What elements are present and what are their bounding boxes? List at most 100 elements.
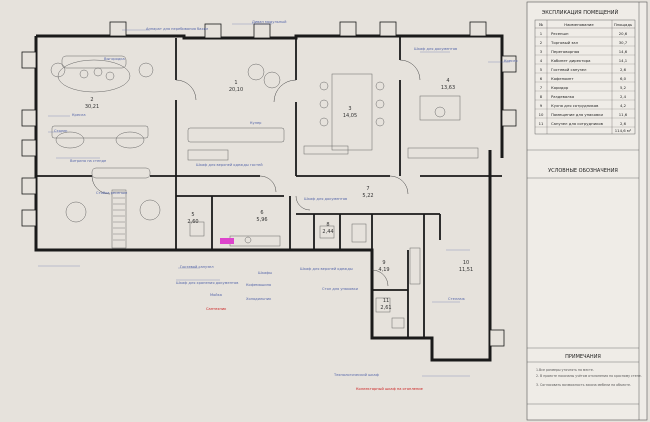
room-number: 3 (348, 106, 351, 112)
annotation-label: Шкаф для документов (414, 47, 457, 51)
row-name: Санузел для сотрудников (551, 121, 604, 126)
row-num: 5 (540, 67, 543, 72)
row-num: 6 (540, 76, 543, 81)
explication-row: 8 Раздевалка 2,4 (535, 94, 635, 101)
annotation-label-red: Коллекторный шкаф на отопление (356, 387, 424, 391)
annotation-label: Кресло (504, 59, 518, 63)
room-area: 5,22 (362, 193, 373, 199)
explication-total: 114,6 м² (615, 128, 632, 133)
row-name: Кабинет директора (551, 58, 590, 63)
annotation-label: Кресла (72, 113, 86, 117)
room-number: 11 (383, 298, 389, 304)
row-area: 2,6 (620, 121, 627, 126)
annotation-label: Стойка ресепшн (96, 191, 128, 195)
explication-row: 1 Ресепшн 20,6 (535, 31, 635, 38)
room-area: 14,05 (343, 113, 357, 119)
room-area: 5,96 (256, 217, 267, 223)
inner-walls (36, 36, 502, 338)
row-name: Кофепоинт (551, 76, 574, 81)
room-number: 9 (382, 260, 385, 266)
windows (21, 21, 517, 347)
room-area: 2,61 (380, 305, 391, 311)
row-num: 8 (540, 94, 543, 99)
row-name: Торговый зал (550, 40, 579, 45)
row-num: 2 (540, 40, 543, 45)
annotation-label: Шкаф для верхней одежды гостей (196, 163, 263, 167)
room-area: 2,44 (322, 229, 333, 235)
room-number: 2 (90, 97, 93, 103)
highlight-marker (220, 238, 234, 244)
room-number: 10 (463, 260, 469, 266)
annotation-label: Стол для упаковки (322, 287, 359, 291)
reception-furniture (50, 55, 161, 249)
row-area: 2,4 (620, 94, 627, 99)
room-number: 8 (326, 222, 329, 228)
row-name: Гостевой санузел (551, 67, 587, 72)
row-num: 4 (540, 58, 543, 63)
room-number: 6 (260, 210, 263, 216)
annotation-label: Аппарат для перебивания бахил (146, 27, 208, 31)
floor-plan (21, 21, 517, 362)
row-num: 3 (540, 49, 543, 54)
note-item: 3. Согласовать возможность заказа мебели… (536, 383, 631, 387)
annotation-label: Шкафы (258, 271, 272, 275)
explication-title: ЭКСПЛИКАЦИЯ ПОМЕЩЕНИЙ (542, 9, 619, 16)
row-area: 14,1 (619, 58, 628, 63)
annotation-label-red: Сантехник (206, 307, 227, 311)
row-name: Помещение для упаковки (551, 112, 604, 117)
explication-row: 3 Переговорная 14,6 (535, 49, 635, 56)
annotation-label: Шкаф для хранения документов (176, 281, 238, 285)
notes-title: ПРИМЕЧАНИЯ (565, 354, 601, 360)
annotations: Аппарат для перебивания бахил Диван моду… (38, 20, 518, 391)
row-name: Кухня для сотрудников (551, 103, 599, 108)
explication-row: 7 Коридор 5,2 (535, 85, 635, 92)
legend-title: УСЛОВНЫЕ ОБОЗНАЧЕНИЯ (548, 168, 618, 174)
row-name: Раздевалка (551, 94, 574, 99)
annotation-label: Холодильник (246, 297, 272, 301)
note-item: 2. В проекте показаны учётом отклонения … (536, 374, 642, 378)
annotation-label: Гостевой санузел (180, 265, 214, 269)
room-number: 4 (446, 78, 449, 84)
row-num: 11 (539, 121, 544, 126)
annotation-label: Мойка (210, 293, 222, 297)
annotation-label: Столик (54, 129, 68, 133)
row-area: 14,6 (619, 49, 628, 54)
row-area: 20,6 (619, 31, 628, 36)
room-number: 1 (234, 80, 237, 86)
annotation-label: Кофемашина (246, 283, 271, 287)
explication-row: 2 Торговый зал 30,7 (535, 40, 635, 47)
explication-col-name: Наименование (564, 22, 594, 27)
row-name: Переговорная (551, 49, 579, 54)
row-num: 7 (540, 85, 543, 90)
room-area: 20,10 (229, 87, 243, 93)
room-number: 5 (191, 212, 194, 218)
row-area: 4,2 (620, 103, 627, 108)
room-area: 2,60 (187, 219, 198, 225)
explication-row: 5 Гостевой санузел 2,6 (535, 67, 635, 74)
note-item: 1.Все размеры уточнять на месте. (536, 368, 594, 372)
row-num: 9 (540, 103, 543, 108)
row-area: 11,6 (619, 112, 628, 117)
stair-hatch (113, 191, 125, 241)
row-name: Коридор (551, 85, 569, 90)
row-area: 6,0 (620, 76, 627, 81)
explication-col-num: № (539, 22, 543, 27)
annotation-label: Шкаф для верхней одежды (300, 267, 353, 271)
doors (91, 59, 421, 287)
annotation-label: Технологический шкаф (333, 373, 379, 377)
explication-row: 10 Помещение для упаковки 11,6 (535, 112, 635, 119)
row-num: 1 (540, 31, 543, 36)
annotation-label: Кулер (250, 121, 262, 125)
row-area: 2,6 (620, 67, 627, 72)
annotation-label: Витрина на стенде (70, 159, 107, 163)
room-number: 7 (366, 186, 369, 192)
row-num: 10 (539, 112, 544, 117)
explication-row: 9 Кухня для сотрудников 4,2 (535, 103, 635, 110)
explication-row: 4 Кабинет директора 14,1 (535, 58, 635, 65)
annotation-label: Стеллаж (448, 297, 466, 301)
room-area: 11,51 (459, 267, 473, 273)
room-labels: 1 20,10 2 30,21 3 14,05 4 13,63 5 2,60 6… (85, 78, 473, 311)
row-name: Ресепшн (551, 31, 569, 36)
explication-col-area: Площадь (614, 22, 633, 27)
